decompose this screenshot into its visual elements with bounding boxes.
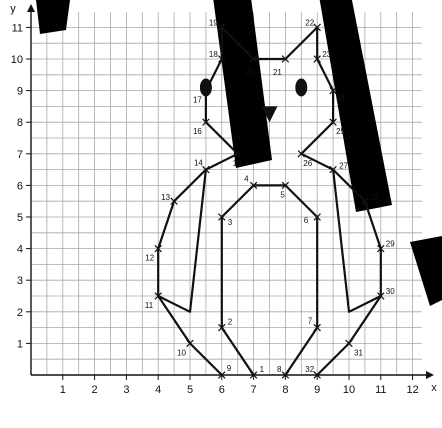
point-label: 1 [260, 365, 265, 374]
point-label: 19 [209, 18, 218, 27]
point-label: 16 [193, 127, 202, 136]
point-marker-10: 10 [177, 340, 193, 357]
point-label: 26 [303, 159, 312, 168]
point-marker-32: 32 [305, 365, 320, 378]
stripe-2 [212, 0, 272, 168]
point-label: 21 [273, 68, 282, 77]
point-label: 6 [304, 216, 309, 225]
point-marker-4: 4 [244, 174, 257, 188]
point-label: 32 [305, 365, 314, 374]
x-tick-label: 9 [314, 384, 320, 396]
point-label: 12 [145, 254, 154, 263]
y-axis-label: y [10, 3, 16, 15]
point-label: 4 [244, 174, 249, 183]
point-label: 17 [193, 96, 202, 105]
y-tick-label: 8 [17, 117, 23, 129]
x-tick-label: 8 [282, 384, 288, 396]
y-tick-label: 1 [17, 338, 23, 350]
point-label: 31 [354, 348, 363, 357]
point-label: 28 [370, 193, 379, 202]
point-marker-31: 31 [346, 340, 364, 357]
point-label: 5 [280, 190, 285, 199]
y-tick-label: 9 [17, 86, 23, 98]
point-label: 25 [336, 127, 345, 136]
point-label: 8 [277, 365, 282, 374]
point-label: 22 [305, 18, 314, 27]
point-marker-9: 9 [219, 364, 232, 378]
x-tick-label: 12 [406, 384, 418, 396]
y-tick-label: 6 [17, 180, 23, 192]
point-marker-26: 26 [298, 151, 313, 168]
x-tick-label: 4 [155, 384, 161, 396]
point-label: 10 [177, 348, 186, 357]
point-label: 11 [145, 301, 154, 310]
x-tick-label: 10 [343, 384, 355, 396]
point-label: 2 [228, 318, 233, 327]
x-axis-arrow [426, 371, 434, 379]
point-label: 3 [228, 218, 233, 227]
point-label: 30 [386, 287, 395, 296]
eye-icon [200, 78, 212, 96]
x-tick-label: 5 [187, 384, 193, 396]
point-label: 18 [209, 50, 218, 59]
point-label: 27 [339, 162, 348, 171]
point-label: 7 [308, 317, 313, 326]
y-tick-label: 5 [17, 212, 23, 224]
stripe-4 [410, 236, 442, 306]
point-label: 13 [161, 193, 170, 202]
x-tick-label: 7 [251, 384, 257, 396]
x-tick-label: 11 [375, 384, 386, 396]
x-axis-label: x [431, 382, 437, 394]
point-label: 20 [245, 68, 254, 77]
point-label: 14 [194, 159, 203, 168]
point-label: 29 [386, 240, 395, 249]
y-tick-label: 4 [17, 244, 23, 256]
point-label: 9 [227, 364, 232, 373]
point-marker-22: 22 [305, 18, 320, 30]
point-label: 23 [322, 50, 331, 59]
point-marker-16: 16 [193, 119, 209, 136]
x-tick-label: 1 [60, 384, 66, 396]
y-tick-label: 11 [12, 22, 23, 34]
point-marker-3: 3 [219, 214, 233, 227]
point-marker-11: 11 [145, 293, 162, 310]
y-tick-label: 3 [17, 275, 23, 287]
point-marker-7: 7 [308, 317, 321, 331]
stripe-1 [36, 0, 70, 34]
y-tick-label: 2 [17, 307, 23, 319]
x-tick-label: 6 [219, 384, 225, 396]
eye-icon [295, 78, 307, 96]
point-marker-2: 2 [219, 318, 233, 331]
outline-segment [158, 170, 206, 312]
y-axis-arrow [27, 4, 35, 12]
x-tick-label: 2 [92, 384, 98, 396]
y-tick-label: 10 [11, 54, 23, 66]
point-label: 15 [233, 159, 242, 168]
point-marker-14: 14 [194, 159, 209, 173]
y-tick-label: 7 [17, 149, 23, 161]
x-tick-label: 3 [123, 384, 129, 396]
point-label: 24 [336, 94, 345, 103]
